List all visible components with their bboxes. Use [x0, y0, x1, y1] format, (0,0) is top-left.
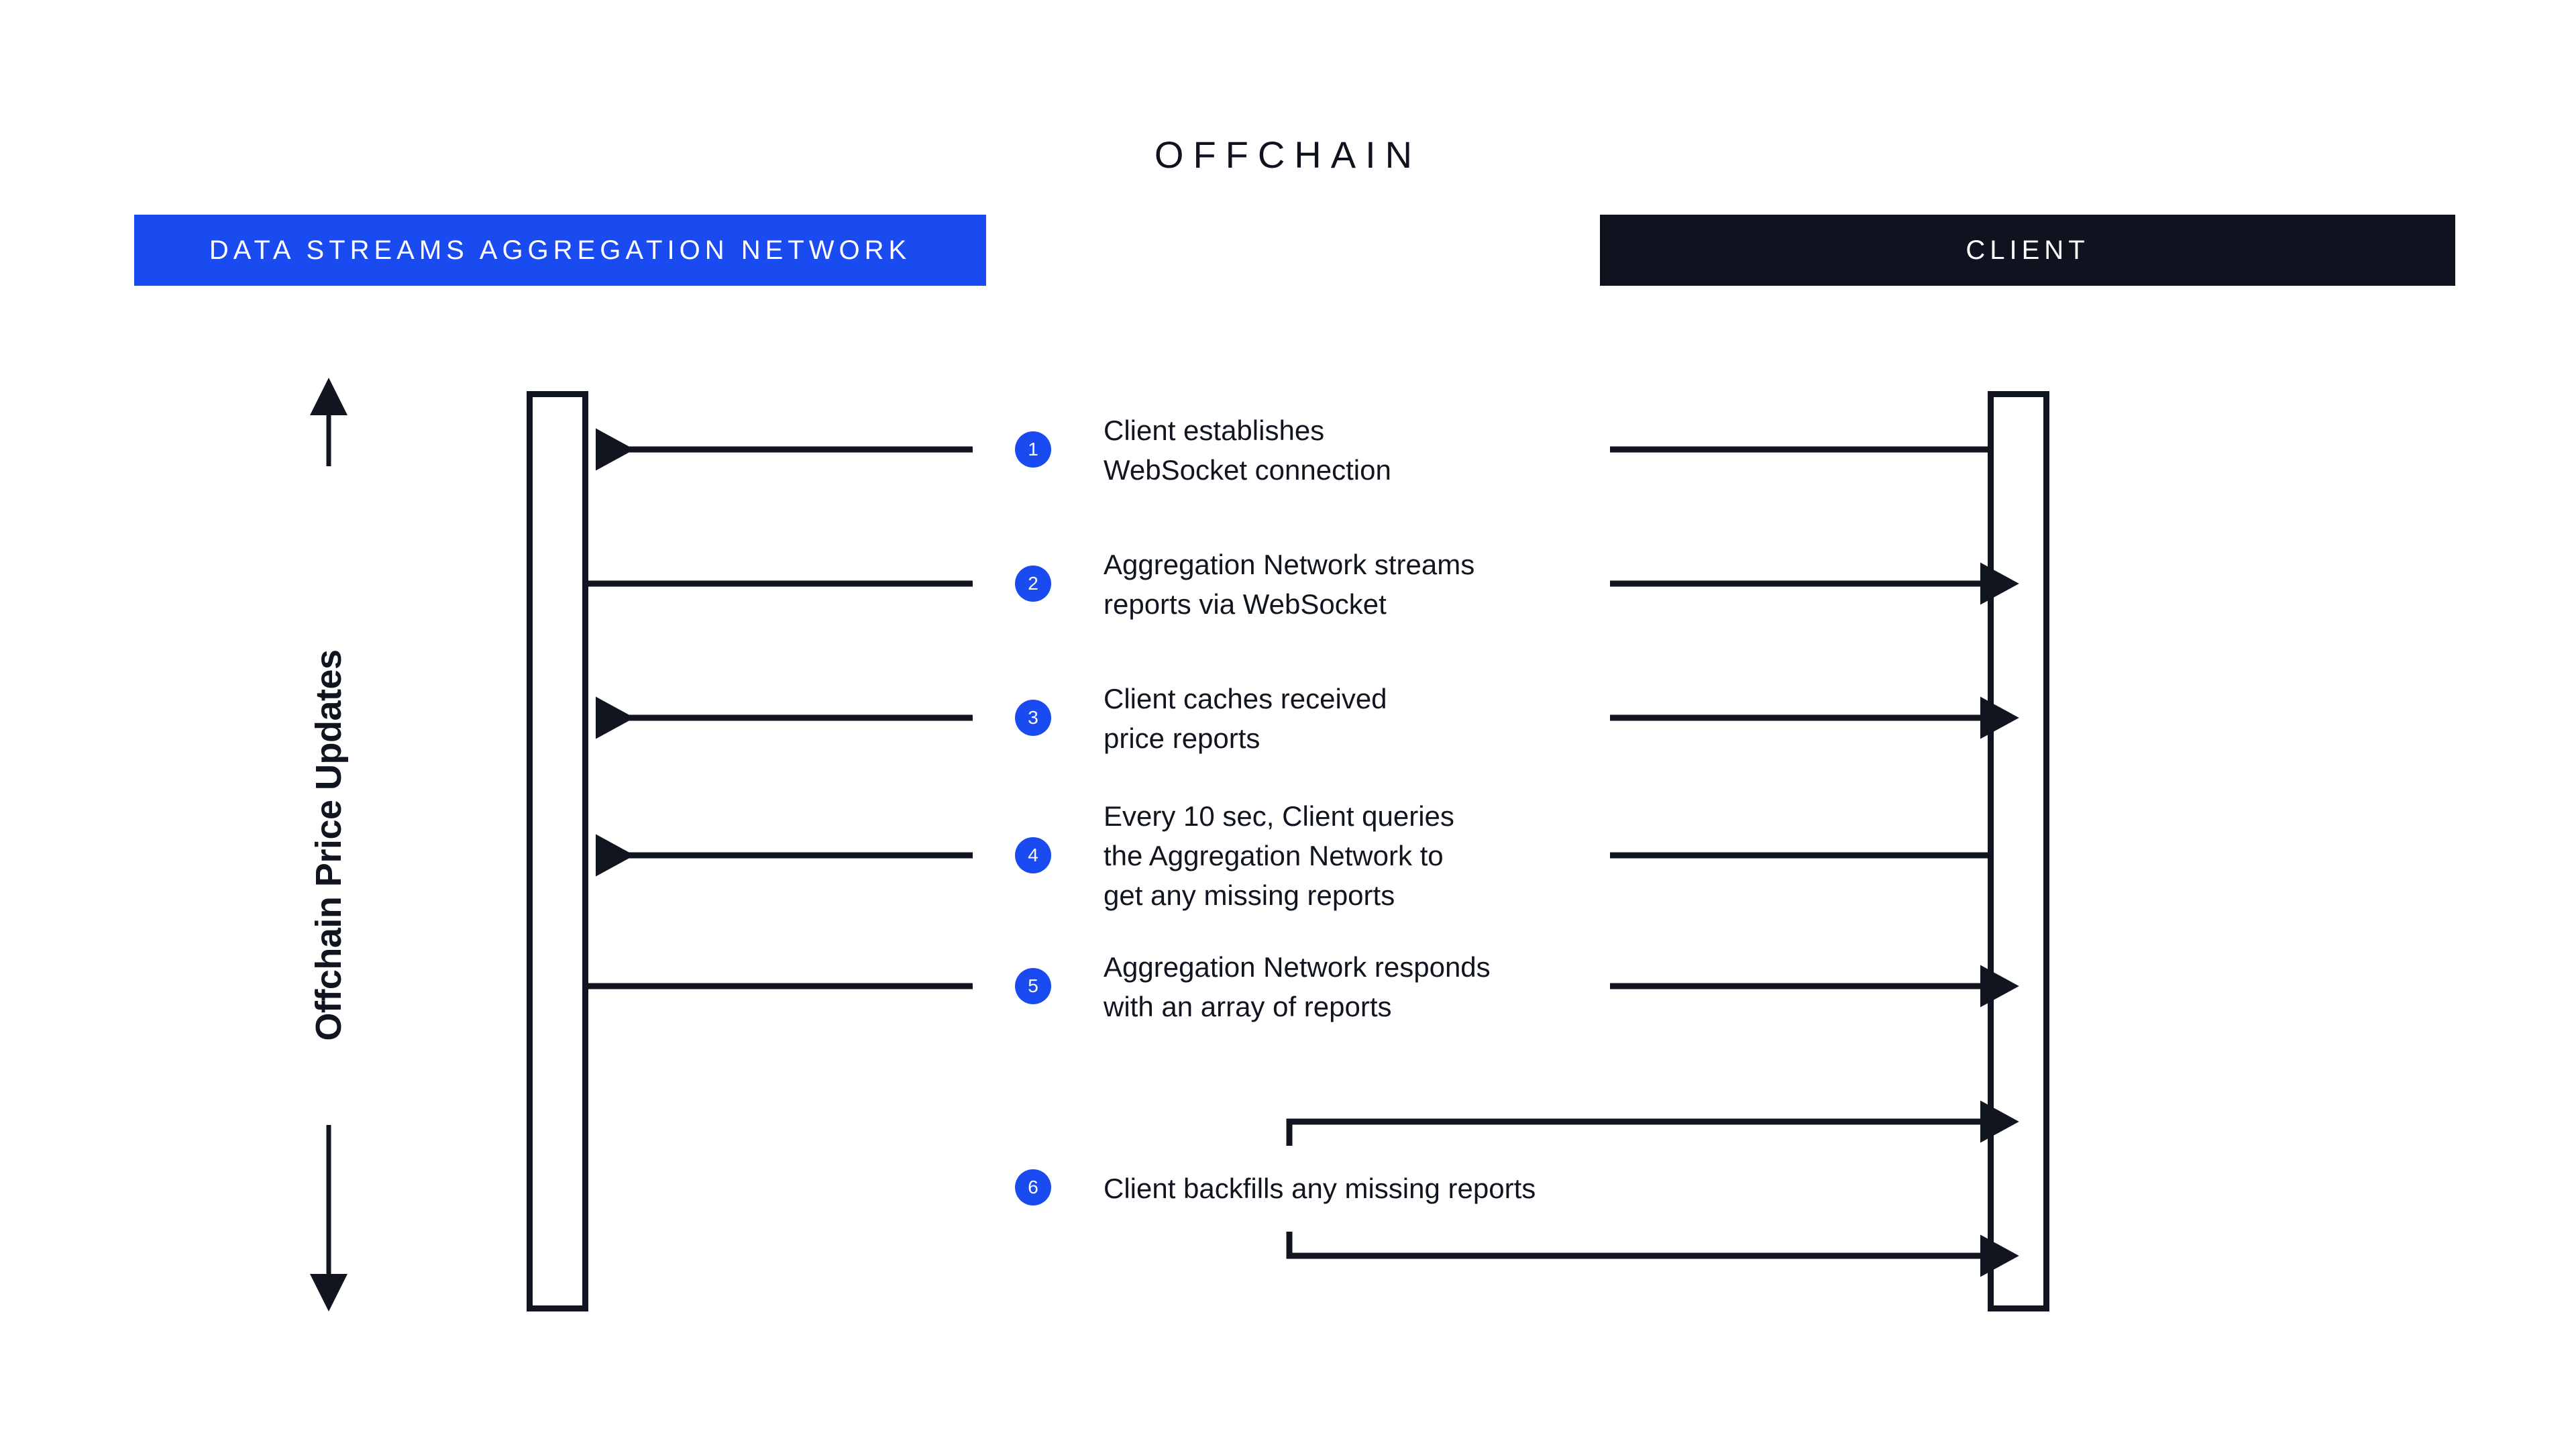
lane-header-network-label: DATA STREAMS AGGREGATION NETWORK: [209, 235, 912, 265]
step-badge-6: 6: [1015, 1169, 1051, 1205]
step-text-3-line-1: Client caches received: [1104, 683, 1387, 714]
step-text-1-line-2: WebSocket connection: [1104, 454, 1391, 486]
page-title: OFFCHAIN: [1154, 133, 1422, 176]
lane-header-client-label: CLIENT: [1966, 235, 2090, 265]
step-text-5: Aggregation Network responds with an arr…: [1104, 947, 1491, 1026]
step-text-4-line-1: Every 10 sec, Client queries: [1104, 800, 1454, 832]
step-text-5-line-2: with an array of reports: [1104, 991, 1392, 1022]
step-badge-1: 1: [1015, 431, 1051, 468]
arrow-step-6-bottom: [1286, 1232, 2019, 1277]
step-text-4: Every 10 sec, Client queries the Aggrega…: [1104, 796, 1454, 915]
axis-label-offchain-price-updates: Offchain Price Updates: [309, 649, 349, 1041]
step-text-1: Client establishes WebSocket connection: [1104, 411, 1391, 490]
lane-header-client: CLIENT: [1600, 215, 2455, 286]
lane-header-network: DATA STREAMS AGGREGATION NETWORK: [134, 215, 986, 286]
lifeline-client: [1988, 391, 2049, 1311]
step-badge-4: 4: [1015, 837, 1051, 873]
step-badge-2: 2: [1015, 566, 1051, 602]
offchain-price-updates-axis: Offchain Price Updates: [282, 372, 376, 1318]
step-text-3-line-2: price reports: [1104, 722, 1260, 754]
step-badge-3: 3: [1015, 700, 1051, 736]
step-text-2-line-1: Aggregation Network streams: [1104, 549, 1475, 580]
step-text-4-line-2: the Aggregation Network to: [1104, 840, 1444, 871]
arrow-step-6-top: [1286, 1100, 2019, 1146]
step-badge-5: 5: [1015, 968, 1051, 1004]
step-text-3: Client caches received price reports: [1104, 679, 1387, 758]
step-text-6-line-1: Client backfills any missing reports: [1104, 1173, 1536, 1204]
lifeline-network: [527, 391, 588, 1311]
step-text-2: Aggregation Network streams reports via …: [1104, 545, 1474, 624]
step-text-6: Client backfills any missing reports: [1104, 1169, 1536, 1208]
step-text-4-line-3: get any missing reports: [1104, 879, 1395, 911]
step-text-2-line-2: reports via WebSocket: [1104, 588, 1387, 620]
axis-double-arrow-icon: [310, 378, 347, 1311]
step-text-5-line-1: Aggregation Network responds: [1104, 951, 1491, 983]
step-text-1-line-1: Client establishes: [1104, 415, 1325, 446]
